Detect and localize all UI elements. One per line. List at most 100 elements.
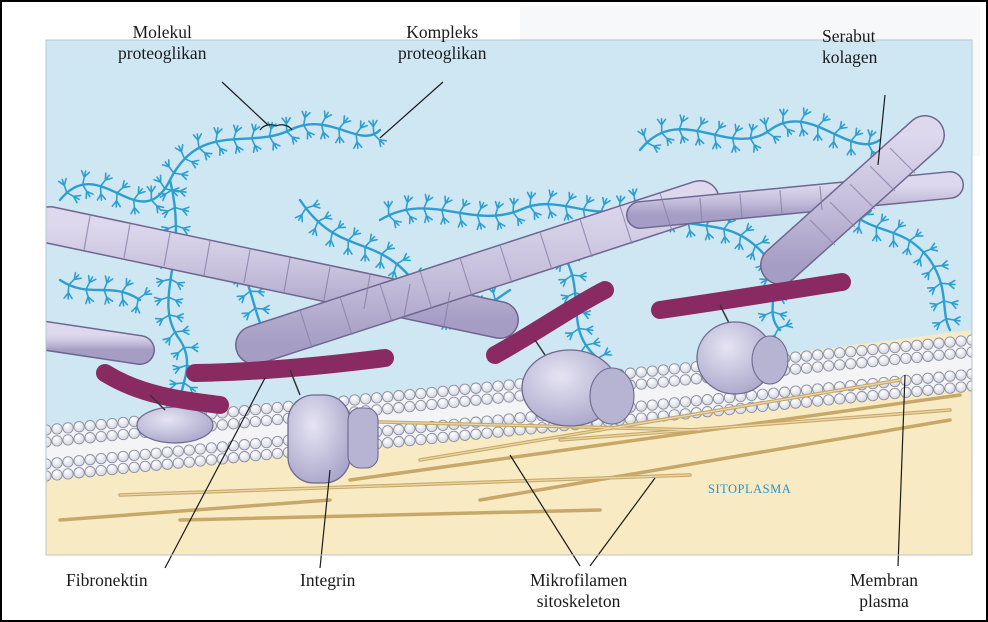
phospholipid-head [504,392,514,402]
phospholipid-head [96,465,106,475]
phospholipid-head [427,387,437,397]
phospholipid-head [801,397,811,407]
label-kompleks-proteoglikan: Kompleks proteoglikan [398,22,486,64]
phospholipid-head [515,413,525,423]
phospholipid-head [272,414,282,424]
phospholipid-head [272,436,282,446]
phospholipid-head [790,364,800,374]
phospholipid-head [250,438,260,448]
phospholipid-head [449,431,459,441]
phospholipid-head [912,352,922,362]
phospholipid-head [460,396,470,406]
phospholipid-head [934,350,944,360]
phospholipid-head [879,389,889,399]
phospholipid-head [956,382,966,392]
phospholipid-head [383,426,393,436]
phospholipid-head [901,341,911,351]
phospholipid-head [923,351,933,361]
phospholipid-head [846,393,856,403]
phospholipid-head [438,386,448,396]
phospholipid-head [261,415,271,425]
phospholipid-head [482,394,492,404]
phospholipid-head [813,396,823,406]
phospholipid-head [658,365,668,375]
phospholipid-head [879,355,889,365]
phospholipid-head [217,420,227,430]
phospholipid-head [206,443,216,453]
phospholipid-head [790,386,800,396]
phospholipid-head [228,419,238,429]
phospholipid-head [493,427,503,437]
phospholipid-head [813,350,823,360]
phospholipid-head [669,398,679,408]
phospholipid-head [647,378,657,388]
phospholipid-head [52,424,62,434]
phospholipid-head [272,448,282,458]
phospholipid-head [790,352,800,362]
phospholipid-head [272,402,282,412]
label-molekul-line1: Molekul [118,22,206,43]
phospholipid-head [824,349,834,359]
phospholipid-head [460,384,470,394]
label-membran-plasma: Membran plasma [850,570,918,612]
label-kompleks-line1: Kompleks [398,22,486,43]
phospholipid-head [680,397,690,407]
phospholipid-head [206,455,216,465]
phospholipid-head [680,363,690,373]
phospholipid-head [63,423,73,433]
phospholipid-head [239,440,249,450]
phospholipid-head [901,353,911,363]
label-membran-line1: Membran [850,570,918,591]
phospholipid-head [857,392,867,402]
phospholipid-head [471,395,481,405]
phospholipid-head [757,389,767,399]
phospholipid-head [923,373,933,383]
phospholipid-head [934,338,944,348]
phospholipid-head [471,383,481,393]
phospholipid-head [416,434,426,444]
phospholipid-head [85,421,95,431]
phospholipid-head [504,426,514,436]
phospholipid-head [405,423,415,433]
phospholipid-head [901,387,911,397]
label-molekul-proteoglikan: Molekul proteoglikan [118,22,206,64]
phospholipid-head [151,448,161,458]
phospholipid-head [868,356,878,366]
phospholipid-head [173,458,183,468]
phospholipid-head [239,418,249,428]
phospholipid-head [151,460,161,470]
phospholipid-head [460,430,470,440]
phospholipid-head [85,455,95,465]
phospholipid-head [427,433,437,443]
label-kompleks-line2: proteoglikan [398,43,486,64]
label-molekul-line2: proteoglikan [118,43,206,64]
phospholipid-head [680,375,690,385]
phospholipid-head [449,397,459,407]
phospholipid-head [879,343,889,353]
phospholipid-head [261,449,271,459]
phospholipid-head [383,404,393,414]
phospholipid-head [945,383,955,393]
phospholipid-head [691,374,701,384]
phospholipid-head [140,461,150,471]
phospholipid-head [140,449,150,459]
phospholipid-head [195,444,205,454]
phospholipid-head [228,453,238,463]
phospholipid-head [52,436,62,446]
phospholipid-head [813,362,823,372]
phospholipid-head [801,363,811,373]
phospholipid-head [846,347,856,357]
phospholipid-head [658,399,668,409]
phospholipid-head [217,442,227,452]
phospholipid-head [416,388,426,398]
phospholipid-head [195,456,205,466]
phospholipid-head [239,452,249,462]
phospholipid-head [118,417,128,427]
phospholipid-head [96,419,106,429]
phospholipid-head [658,377,668,387]
phospholipid-head [129,450,139,460]
phospholipid-head [647,400,657,410]
phospholipid-head [702,395,712,405]
